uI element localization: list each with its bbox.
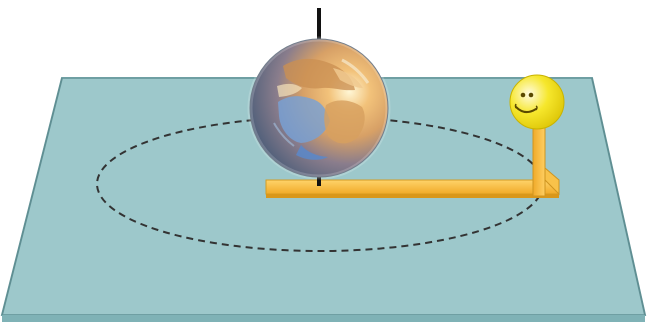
board-front-edge xyxy=(2,315,645,322)
orbit-arm xyxy=(266,180,559,194)
smiling-sun xyxy=(510,75,564,129)
orbit-arm-shadow xyxy=(266,194,559,198)
earth-globe xyxy=(250,39,388,177)
